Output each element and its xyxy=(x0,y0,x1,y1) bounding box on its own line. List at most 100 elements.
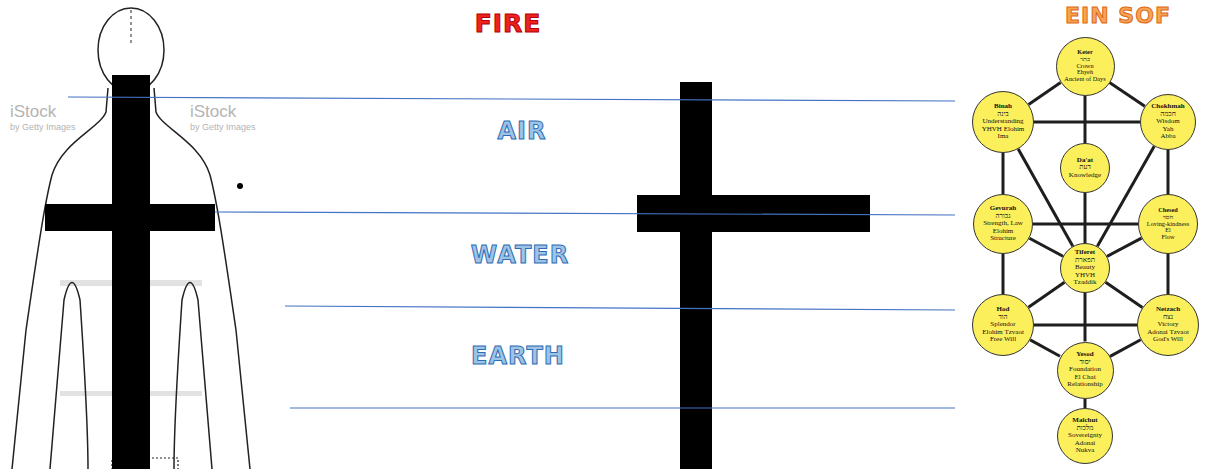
sephira-attribute: El Chai xyxy=(1067,374,1102,382)
level-line xyxy=(290,407,955,408)
sephira-text-group: MalchutמלכותSovereigntyAdonaiNukva xyxy=(1068,417,1102,455)
sephira-circle: HodהודSplendorElohim TzvaotFree Will xyxy=(972,294,1034,356)
sephira-attribute: בינה xyxy=(982,111,1025,119)
sephira-attribute: Abba xyxy=(1151,133,1184,141)
sephira-attribute: El xyxy=(1147,227,1189,234)
path-line xyxy=(1107,238,1141,256)
sephira-attribute: Ancient of Days xyxy=(1064,76,1105,83)
sephira-attribute: Wisdom xyxy=(1151,118,1184,126)
sephira-attribute: Nukva xyxy=(1068,447,1102,455)
sephira-text-group: KeterכתרCrownEhyehAncient of Days xyxy=(1064,49,1105,83)
dot xyxy=(237,183,243,189)
sephira-text-group: ChesedחסדLoving-kindnessElFlow xyxy=(1147,207,1189,241)
sephira-attribute: Elohim Tzvaot xyxy=(982,329,1024,337)
sephira-text-group: HodהודSplendorElohim TzvaotFree Will xyxy=(982,306,1024,344)
sephira-attribute: יסוד xyxy=(1067,359,1102,367)
sephira-attribute: Tzaddik xyxy=(1074,279,1097,287)
sephira-attribute: Loving-kindness xyxy=(1147,221,1189,228)
element-label: FIRE xyxy=(475,10,542,38)
sephira-attribute: Foundation xyxy=(1067,366,1102,374)
element-label: EARTH xyxy=(471,343,565,369)
body-cross xyxy=(45,204,215,231)
sephira-circle: YesodיסודFoundationEl ChaiRelationship xyxy=(1057,342,1114,399)
path-line xyxy=(1030,340,1060,356)
sephira-attribute: Adonai Tzvaot xyxy=(1147,329,1189,337)
sephira-attribute: Ehyeh xyxy=(1064,69,1105,76)
path-line xyxy=(1002,153,1005,194)
path-line xyxy=(1084,399,1087,409)
sephira-circle: ChesedחסדLoving-kindnessElFlow xyxy=(1138,194,1198,254)
sephira-attribute: Strength, Law xyxy=(983,220,1023,228)
sephira-attribute: Knowledge xyxy=(1069,172,1101,180)
sephira-circle: MalchutמלכותSovereigntyAdonaiNukva xyxy=(1057,408,1113,464)
sephira-attribute: דעת xyxy=(1069,164,1101,172)
sephira-circle: NetzachנצחVictoryAdonai TzvaotGod's Will xyxy=(1137,294,1199,356)
sephira-name: Gevurah xyxy=(983,205,1023,213)
level-line xyxy=(68,97,955,101)
body-outline xyxy=(12,8,250,469)
sephira-name: Binah xyxy=(982,103,1025,111)
sephira-text-group: NetzachנצחVictoryAdonai TzvaotGod's Will xyxy=(1147,306,1189,344)
sephira-text-group: Da'atדעתKnowledge xyxy=(1069,157,1101,180)
sephira-attribute: כתר xyxy=(1064,56,1105,63)
title-label: EIN SOF xyxy=(1065,4,1171,28)
sephira-name: Hod xyxy=(982,306,1024,314)
level-line xyxy=(215,212,955,215)
sephira-name: Malchut xyxy=(1068,417,1102,425)
path-line xyxy=(1002,254,1005,294)
watermark: iStock xyxy=(190,103,236,122)
sephira-attribute: חכמה xyxy=(1151,111,1184,119)
sephira-attribute: Splendor xyxy=(982,321,1024,329)
sephira-attribute: Elohim xyxy=(983,228,1023,236)
sephira-circle: Da'atדעתKnowledge xyxy=(1060,143,1110,193)
sephira-attribute: Free Will xyxy=(982,336,1024,344)
sephira-name: Netzach xyxy=(1147,306,1189,314)
sephira-name: Da'at xyxy=(1069,157,1101,165)
sephira-circle: BinahבינהUnderstandingYHVH ElohimIma xyxy=(972,91,1034,153)
path-line xyxy=(1106,282,1143,307)
sephira-attribute: Crown xyxy=(1064,63,1105,70)
sephira-attribute: מלכות xyxy=(1068,425,1102,433)
sephira-text-group: ChokhmahחכמהWisdomYahAbba xyxy=(1151,103,1184,141)
sephira-attribute: YHVH xyxy=(1074,272,1097,280)
sephira-text-group: BinahבינהUnderstandingYHVH ElohimIma xyxy=(982,103,1025,141)
sephira-circle: GevurahגבורהStrength, LawElohimStructure xyxy=(973,194,1033,254)
sephira-attribute: חסד xyxy=(1147,214,1189,221)
path-line xyxy=(1167,254,1170,294)
sephira-attribute: God's Will xyxy=(1147,336,1189,344)
path-line xyxy=(1167,150,1170,194)
path-line xyxy=(1084,193,1087,243)
sephira-attribute: Yah xyxy=(1151,126,1184,134)
path-line xyxy=(1084,293,1087,342)
path-line xyxy=(1110,83,1145,107)
sephira-attribute: Beauty xyxy=(1074,264,1097,272)
path-line xyxy=(1029,238,1063,256)
sephira-attribute: גבורה xyxy=(983,213,1023,221)
path-line xyxy=(1110,340,1141,357)
sephira-attribute: Understanding xyxy=(982,118,1025,126)
element-label: AIR xyxy=(498,118,547,144)
sephira-text-group: YesodיסודFoundationEl ChaiRelationship xyxy=(1067,351,1102,389)
sephira-circle: ChokhmahחכמהWisdomYahAbba xyxy=(1140,94,1196,150)
sephira-name: Yesod xyxy=(1067,351,1102,359)
path-line xyxy=(1084,96,1087,144)
sephira-circle: TiferetתפארתBeautyYHVHTzaddik xyxy=(1060,243,1110,293)
sephira-attribute: Adonai xyxy=(1068,440,1102,448)
sephira-attribute: Victory xyxy=(1147,321,1189,329)
sephira-attribute: הוד xyxy=(982,314,1024,322)
sephira-attribute: נצח xyxy=(1147,314,1189,322)
watermark: iStock xyxy=(10,103,56,122)
sephira-name: Chokhmah xyxy=(1151,103,1184,111)
sephira-attribute: Structure xyxy=(983,235,1023,243)
sephira-attribute: Ima xyxy=(982,133,1025,141)
sephira-circle: KeterכתרCrownEhyehAncient of Days xyxy=(1056,37,1115,96)
sephira-attribute: Relationship xyxy=(1067,381,1102,389)
element-label: WATER xyxy=(471,242,569,268)
watermark: by Getty Images xyxy=(190,123,256,133)
sephira-attribute: YHVH Elohim xyxy=(982,126,1025,134)
path-line xyxy=(1029,83,1061,105)
sephira-text-group: GevurahגבורהStrength, LawElohimStructure xyxy=(983,205,1023,243)
cross xyxy=(680,82,712,469)
sephira-attribute: Sovereignty xyxy=(1068,432,1102,440)
sephira-name: Tiferet xyxy=(1074,249,1097,257)
